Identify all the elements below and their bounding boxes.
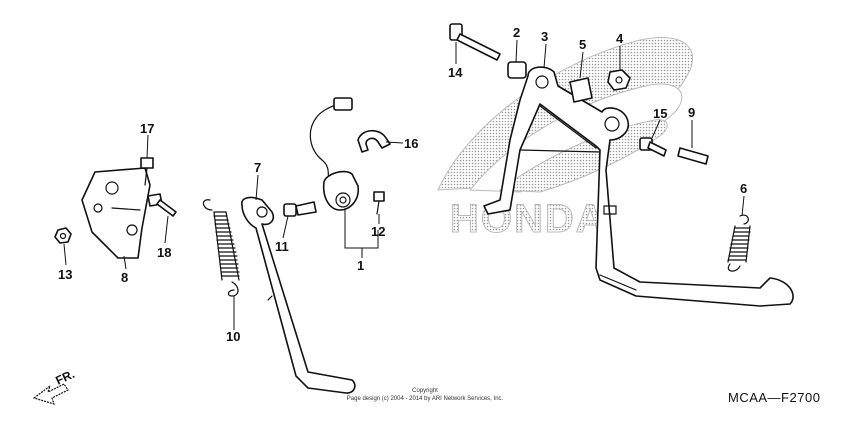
side-stand-part-7 <box>240 196 356 394</box>
callout-2: 2 <box>513 25 520 40</box>
callout-12: 12 <box>371 224 385 239</box>
callout-17: 17 <box>140 121 154 136</box>
callout-14: 14 <box>448 65 463 80</box>
forward-arrow-icon <box>32 383 69 405</box>
bolt-part-15 <box>639 137 667 157</box>
callout-9: 9 <box>688 105 695 120</box>
forward-direction-label: FR. <box>53 367 76 388</box>
callout-1: 1 <box>357 258 364 273</box>
callout-4: 4 <box>616 31 624 46</box>
collar-part-5 <box>569 77 593 103</box>
nut-part-13 <box>54 227 72 244</box>
callout-16: 16 <box>404 136 418 151</box>
screw-part-12 <box>373 191 385 215</box>
callout-10: 10 <box>226 329 240 344</box>
callout-3: 3 <box>541 29 548 44</box>
honda-watermark-text: HONDA <box>450 197 607 241</box>
callout-7: 7 <box>254 160 261 175</box>
collar-part-2 <box>507 61 527 79</box>
leader-lines <box>63 39 745 330</box>
callout-11: 11 <box>275 239 289 254</box>
bracket-part-8 <box>81 167 151 259</box>
callout-5: 5 <box>579 37 586 52</box>
callout-18: 18 <box>157 245 171 260</box>
center-stand-part-3 <box>483 66 794 307</box>
pin-part-9 <box>677 147 709 165</box>
bolt-part-11 <box>283 201 317 217</box>
callout-15: 15 <box>653 106 667 121</box>
spring-part-6 <box>727 214 751 272</box>
spring-part-10 <box>202 199 240 297</box>
callout-13: 13 <box>58 267 72 282</box>
figure-code: MCAA—F2700 <box>728 390 820 405</box>
copyright-line-2: Page design (c) 2004 - 2014 by ARI Netwo… <box>347 396 504 402</box>
clip-part-16 <box>357 129 391 153</box>
callout-6: 6 <box>740 181 747 196</box>
bolt-part-18 <box>147 193 177 217</box>
bolt-part-14 <box>449 23 501 61</box>
callout-labels: 1 2 3 4 5 6 7 8 9 10 11 12 13 14 15 16 1… <box>58 25 747 344</box>
copyright-line-1: Copyright <box>412 388 438 394</box>
callout-8: 8 <box>121 270 128 285</box>
nut-part-4 <box>607 69 631 91</box>
switch-part-1 <box>309 97 360 211</box>
